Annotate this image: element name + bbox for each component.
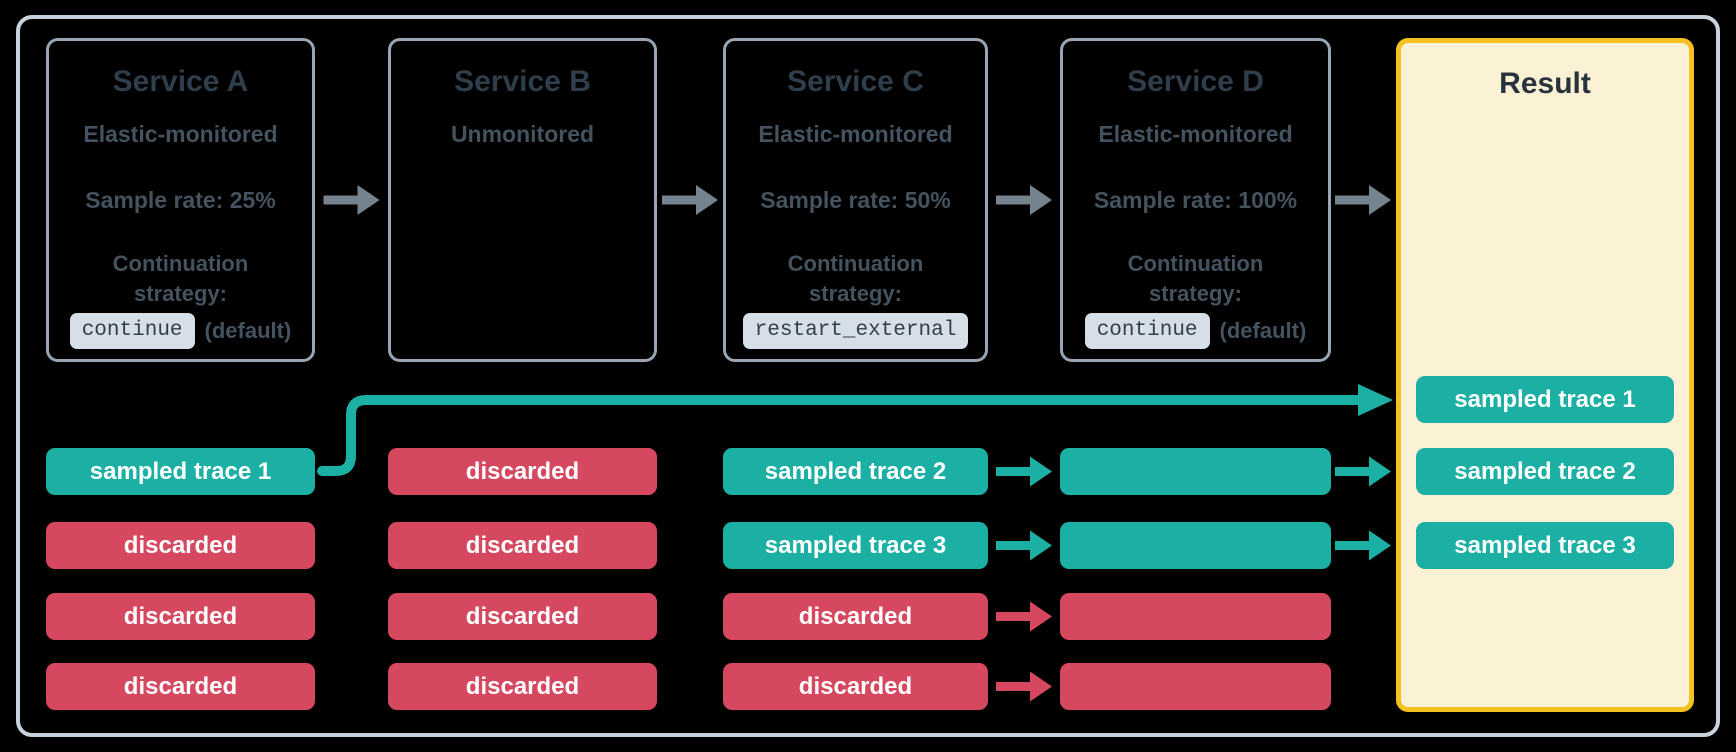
service-a-continuation-line2: strategy:	[134, 281, 227, 306]
service-a-sample-rate: Sample rate: 25%	[85, 187, 276, 213]
trace-pill-b1: discarded	[388, 448, 657, 495]
trace-pill-b3: discarded	[388, 593, 657, 640]
service-a-continuation-line1: Continuation	[112, 251, 249, 276]
service-d-strategy-row: continue (default)	[1063, 313, 1328, 349]
result-pill-trace3: sampled trace 3	[1416, 522, 1674, 569]
trace-pill-a1: sampled trace 1	[46, 448, 315, 495]
result-title: Result	[1499, 67, 1591, 100]
service-d-continuation-line1: Continuation	[1127, 251, 1264, 276]
service-c-strategy-row: restart_external	[726, 313, 985, 349]
service-c-continuation-line2: strategy:	[809, 281, 902, 306]
service-c-monitoring: Elastic-monitored	[758, 121, 953, 147]
service-d-title: Service D	[1127, 65, 1264, 98]
service-a-strategy-note: (default)	[204, 318, 292, 343]
service-d-strategy-note: (default)	[1219, 318, 1307, 343]
trace-pill-d4	[1060, 663, 1331, 710]
trace-pill-b4: discarded	[388, 663, 657, 710]
service-b-monitoring: Unmonitored	[450, 121, 595, 147]
trace-pill-c2: sampled trace 3	[723, 522, 988, 569]
trace-pill-d1	[1060, 448, 1331, 495]
service-c-strategy-code-badge: restart_external	[742, 313, 969, 349]
service-d-sample-rate: Sample rate: 100%	[1093, 187, 1298, 213]
service-d-card: Service D Elastic-monitored Sample rate:…	[1060, 38, 1331, 362]
service-a-title: Service A	[112, 65, 249, 98]
service-c-card: Service C Elastic-monitored Sample rate:…	[723, 38, 988, 362]
result-card: Result	[1396, 38, 1694, 712]
service-c-continuation-line1: Continuation	[787, 251, 924, 276]
trace-pill-d2	[1060, 522, 1331, 569]
service-c-sample-rate: Sample rate: 50%	[760, 187, 951, 213]
trace-pill-a2: discarded	[46, 522, 315, 569]
outer-frame	[16, 15, 1720, 737]
service-a-strategy-row: continue (default)	[49, 313, 312, 349]
service-c-title: Service C	[787, 65, 924, 98]
service-b-card: Service B Unmonitored	[388, 38, 657, 362]
trace-pill-a4: discarded	[46, 663, 315, 710]
service-d-strategy-code-badge: continue	[1084, 313, 1210, 349]
service-d-continuation-line2: strategy:	[1149, 281, 1242, 306]
trace-pill-c4: discarded	[723, 663, 988, 710]
trace-pill-c1: sampled trace 2	[723, 448, 988, 495]
trace-pill-d3	[1060, 593, 1331, 640]
service-a-strategy-code-badge: continue	[69, 313, 195, 349]
service-d-monitoring: Elastic-monitored	[1098, 121, 1293, 147]
trace-pill-b2: discarded	[388, 522, 657, 569]
service-a-monitoring: Elastic-monitored	[83, 121, 278, 147]
result-pill-trace2: sampled trace 2	[1416, 448, 1674, 495]
trace-pill-c3: discarded	[723, 593, 988, 640]
service-a-card: Service A Elastic-monitored Sample rate:…	[46, 38, 315, 362]
result-pill-trace1: sampled trace 1	[1416, 376, 1674, 423]
service-b-title: Service B	[454, 65, 591, 98]
trace-pill-a3: discarded	[46, 593, 315, 640]
